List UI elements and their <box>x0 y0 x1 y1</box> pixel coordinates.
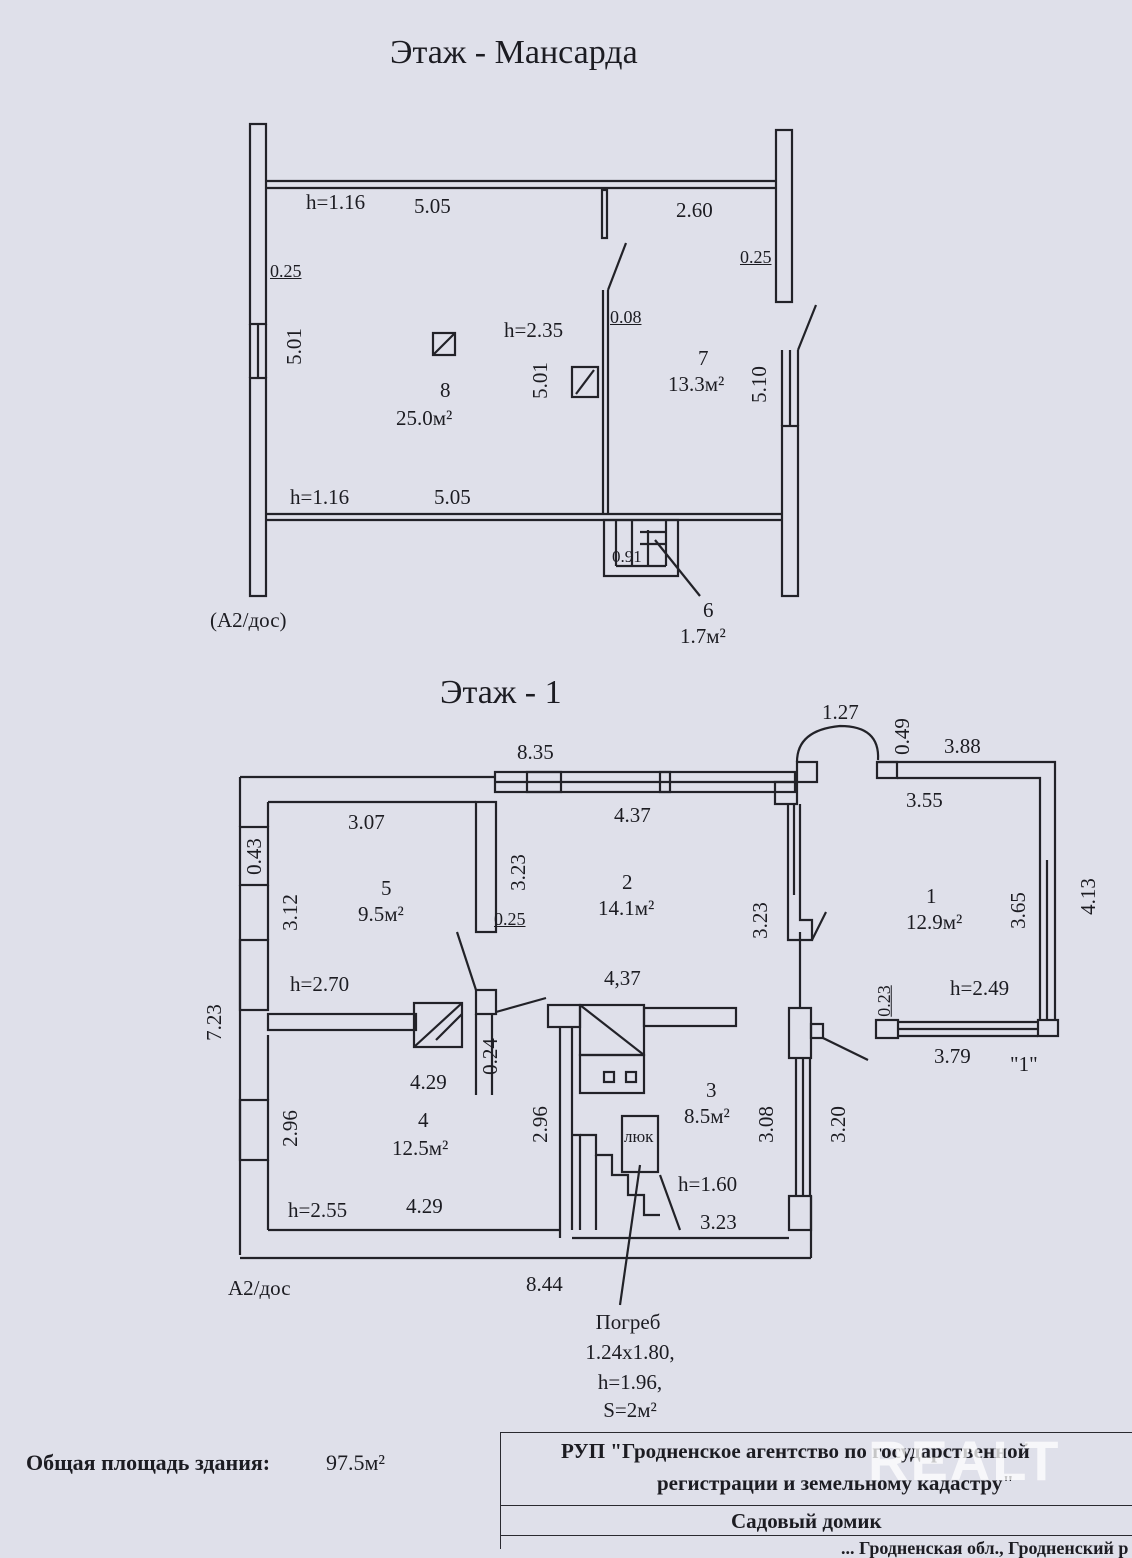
f1-dim-h4: h=2.55 <box>288 1198 348 1222</box>
floor1-walls <box>238 724 1060 1306</box>
f1-dim-r4-side: 2.96 <box>277 1110 302 1147</box>
f1-dim-total-top: 8.35 <box>517 740 554 764</box>
room-7-area: 13.3м² <box>668 372 725 396</box>
mansard-dim-wall-right: 0.25 <box>740 247 772 267</box>
mansard-title: Этаж - Мансарда <box>390 34 638 71</box>
f1-dim-r5-side: 3.12 <box>277 894 302 931</box>
f1-dim-r3-out: 3.20 <box>825 1106 850 1143</box>
f1-dim-r1-top: 3.55 <box>906 788 943 812</box>
mansard-tag: (А2/дос) <box>210 608 287 632</box>
mansard-dim-h-bot: h=1.16 <box>290 485 350 509</box>
cellar-area: S=2м² <box>603 1398 657 1422</box>
mansard-dim-partition: 0.08 <box>610 307 642 327</box>
f1-dim-r3-right: 3.08 <box>753 1106 778 1143</box>
mansard-walls <box>248 122 818 598</box>
hatch-label: люк <box>624 1127 654 1146</box>
room-3-area: 8.5м² <box>684 1104 730 1128</box>
f1-dim-r2-top: 4.37 <box>614 803 651 827</box>
mansard-dim-mid-side: 5.01 <box>527 362 552 399</box>
mansard-dim-h-mid: h=2.35 <box>504 318 564 342</box>
f1-dim-left-wall: 0.43 <box>241 838 266 875</box>
f1-dim-porch-w: 1.27 <box>822 700 859 724</box>
floor1-tag-left: А2/дос <box>228 1276 291 1300</box>
f1-dim-wall-025: 0.25 <box>494 909 526 929</box>
f1-dim-r4-right: 2.96 <box>527 1106 552 1143</box>
room-3-number: 3 <box>706 1078 717 1102</box>
f1-dim-wall-024: 0.24 <box>477 1038 502 1075</box>
f1-dim-r2-left: 3.23 <box>505 854 530 891</box>
room-6-number: 6 <box>703 598 714 622</box>
f1-dim-total-bot: 8.44 <box>526 1272 563 1296</box>
room-6-area: 1.7м² <box>680 624 726 648</box>
f1-dim-r1-wall: 0.23 <box>873 985 894 1017</box>
f1-dim-porch-d: 0.49 <box>889 718 914 755</box>
mansard-dim-top-right: 2.60 <box>676 198 713 222</box>
room-2-number: 2 <box>622 870 633 894</box>
f1-dim-r1-out: 4.13 <box>1075 878 1100 915</box>
mansard-dim-stair: 0.91 <box>612 547 642 566</box>
watermark-logo: REALT <box>868 1429 1061 1492</box>
room-4-area: 12.5м² <box>392 1136 449 1160</box>
cellar-height: h=1.96, <box>597 1370 663 1394</box>
room-1-area: 12.9м² <box>906 910 963 934</box>
org-line-1: РУП "Гродненское агентство по государств… <box>561 1439 1030 1463</box>
mansard-dim-left-side: 5.01 <box>281 328 306 365</box>
room-5-area: 9.5м² <box>358 902 404 926</box>
mansard-dim-h-top: h=1.16 <box>306 190 366 214</box>
f1-dim-h5: h=2.70 <box>290 972 350 996</box>
total-area-value: 97.5м² <box>326 1450 386 1475</box>
room-7-number: 7 <box>698 346 709 370</box>
f1-dim-h3: h=1.60 <box>678 1172 738 1196</box>
mansard-dim-wall-left: 0.25 <box>270 261 302 281</box>
room-8-number: 8 <box>440 378 451 402</box>
mansard-dim-bot: 5.05 <box>434 485 471 509</box>
room-5-number: 5 <box>381 876 392 900</box>
f1-dim-r3-bot: 3.23 <box>700 1210 737 1234</box>
mansard-dim-right-side: 5.10 <box>746 366 771 403</box>
floor1-tag-right: "1" <box>1010 1052 1038 1076</box>
cellar-title: Погреб <box>595 1310 661 1334</box>
total-area-label: Общая площадь здания: <box>26 1450 271 1475</box>
room-1-number: 1 <box>926 884 937 908</box>
f1-dim-r1-top-out: 3.88 <box>944 734 981 758</box>
f1-dim-r2-right: 3.23 <box>747 902 772 939</box>
mansard-dim-top-left: 5.05 <box>414 194 451 218</box>
object-name: Садовый домик <box>731 1509 882 1533</box>
f1-dim-r1-side: 3.65 <box>1005 892 1030 929</box>
f1-dim-r1-bot: 3.79 <box>934 1044 971 1068</box>
f1-dim-h1: h=2.49 <box>950 976 1010 1000</box>
object-address: ... Гродненская обл., Гродненский р <box>841 1538 1129 1558</box>
f1-dim-total-left: 7.23 <box>201 1004 226 1041</box>
cellar-size: 1.24х1.80, <box>585 1340 675 1364</box>
f1-dim-r5-top: 3.07 <box>348 810 385 834</box>
room-8-area: 25.0м² <box>396 406 453 430</box>
f1-dim-r4-top: 4.29 <box>410 1070 447 1094</box>
room-4-number: 4 <box>418 1108 429 1132</box>
room-2-area: 14.1м² <box>598 896 655 920</box>
f1-dim-r2-bot: 4,37 <box>604 966 641 990</box>
f1-dim-r4-bot: 4.29 <box>406 1194 443 1218</box>
org-line-2: регистрации и земельному кадастру" <box>657 1471 1014 1495</box>
floor1-title: Этаж - 1 <box>440 674 562 711</box>
